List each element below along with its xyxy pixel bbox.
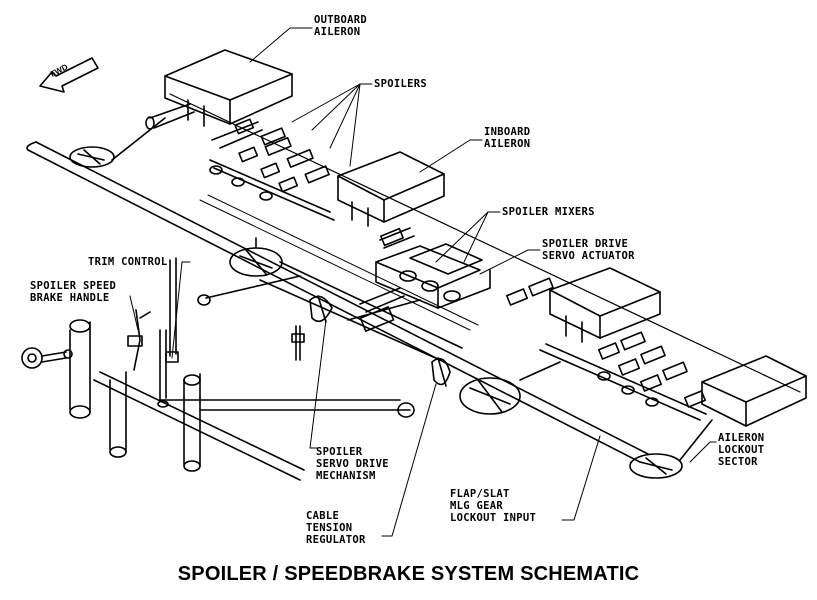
trim-control-rod	[166, 258, 178, 362]
label-spoilers: SPOILERS	[374, 78, 427, 90]
label-cable-tension-regulator: CABLE TENSION REGULATOR	[306, 510, 366, 546]
leader-lines	[130, 28, 716, 536]
lower-sector-wheel	[460, 362, 560, 414]
outboard-aileron	[165, 50, 292, 126]
right-inboard-aileron	[550, 268, 660, 342]
upper-spoiler-actuators	[210, 119, 334, 220]
label-spoiler-speed-brake-handle: SPOILER SPEED BRAKE HANDLE	[30, 280, 117, 304]
trim-quadrant	[230, 238, 282, 276]
inboard-aileron	[338, 152, 444, 226]
diagram-title: SPOILER / SPEEDBRAKE SYSTEM SCHEMATIC	[177, 563, 640, 585]
spoiler-mixers-block	[376, 228, 490, 308]
servo-drive-mechanism	[310, 288, 420, 331]
upper-aileron-sector	[70, 118, 165, 167]
speed-brake-handle	[128, 310, 168, 407]
right-outboard-aileron	[702, 356, 806, 426]
label-spoiler-mixers: SPOILER MIXERS	[502, 206, 595, 218]
label-trim-control: TRIM CONTROL	[88, 256, 168, 268]
label-outboard-aileron: OUTBOARD AILERON	[314, 14, 367, 38]
fwd-arrow-icon	[40, 58, 98, 92]
label-aileron-lockout-sector: AILERON LOCKOUT SECTOR	[718, 432, 765, 468]
vertical-rod	[292, 326, 304, 360]
aileron-lockout-sector	[630, 420, 712, 478]
outboard-torque-tube	[146, 104, 194, 129]
cable-pulley-loops	[70, 262, 462, 480]
label-flap-slat-mlg-gear-lockout-input: FLAP/SLAT MLG GEAR LOCKOUT INPUT	[450, 488, 537, 524]
feel-unit	[22, 348, 72, 368]
cable-tension-regulator	[432, 358, 450, 386]
label-spoiler-drive-servo-actuator: SPOILER DRIVE SERVO ACTUATOR	[542, 238, 635, 262]
right-spoiler-actuators	[507, 278, 706, 420]
label-spoiler-servo-drive-mechanism: SPOILER SERVO DRIVE MECHANISM	[316, 446, 389, 482]
label-inboard-aileron: INBOARD AILERON	[484, 126, 531, 150]
